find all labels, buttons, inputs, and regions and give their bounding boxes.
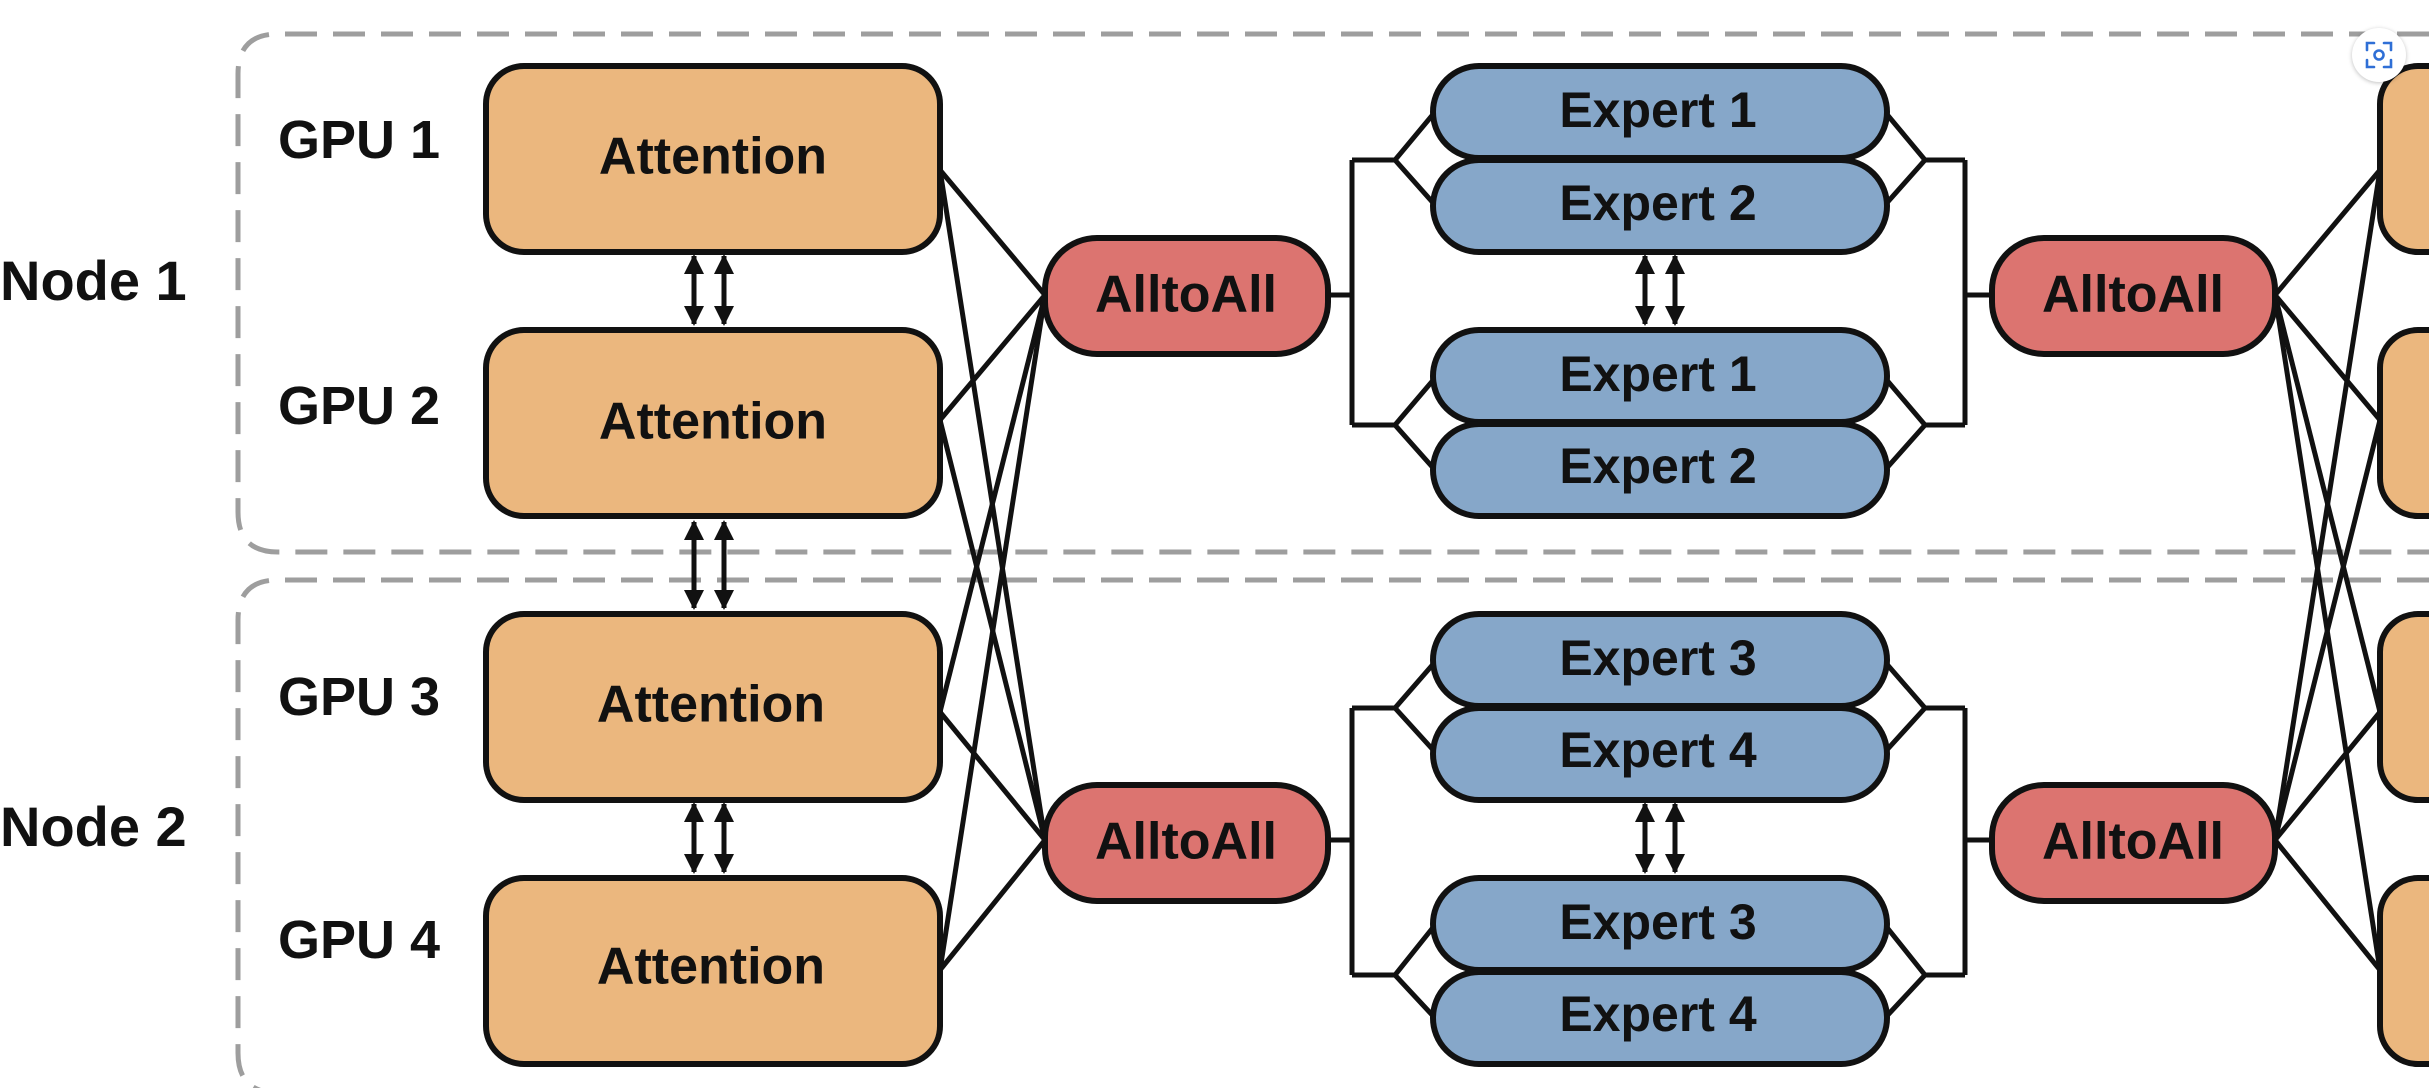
attention-block-gpu2: Attention xyxy=(483,327,943,519)
screenshot-scan-button[interactable] xyxy=(2352,28,2406,82)
svg-text:Expert 2: Expert 2 xyxy=(1559,438,1756,494)
node1-boundary xyxy=(235,31,2429,555)
svg-text:Attention: Attention xyxy=(599,393,827,451)
svg-text:Attention: Attention xyxy=(599,128,827,186)
svg-text:Attention: Attention xyxy=(597,676,825,734)
svg-text:AlltoAll: AlltoAll xyxy=(1095,266,1277,324)
gpu1-label: GPU 1 xyxy=(278,110,440,170)
expert-node1-gpu1-b: Expert 2 xyxy=(1430,157,1890,255)
svg-text:Expert 3: Expert 3 xyxy=(1559,894,1756,950)
expert-node2-gpu3-a: Expert 3 xyxy=(1430,611,1890,709)
expert-node1-gpu2-b: Expert 2 xyxy=(1430,421,1890,519)
expert-node1-gpu2-a: Expert 1 xyxy=(1430,327,1890,425)
svg-text:Expert 3: Expert 3 xyxy=(1559,630,1756,686)
gpu4-label: GPU 4 xyxy=(278,910,440,970)
svg-text:Expert 1: Expert 1 xyxy=(1559,82,1756,138)
svg-text:Expert 4: Expert 4 xyxy=(1559,986,1757,1042)
alltoall-combine-node2: AlltoAll xyxy=(1989,782,2278,904)
next-attention-blocks xyxy=(2377,63,2429,1067)
screenshot-scan-icon xyxy=(2365,41,2393,69)
svg-text:AlltoAll: AlltoAll xyxy=(2042,266,2224,324)
node2-label: Node 2 xyxy=(0,795,187,858)
attention-to-alltoall-links xyxy=(937,168,1048,972)
alltoall-to-next-attention-links xyxy=(2272,168,2383,972)
node1-label: Node 1 xyxy=(0,249,187,312)
gpu-link-arrows xyxy=(684,254,1685,874)
gpu2-label: GPU 2 xyxy=(278,376,440,436)
attention-block-gpu1: Attention xyxy=(483,63,943,255)
expert-node1-gpu1-a: Expert 1 xyxy=(1430,63,1890,161)
svg-text:Attention: Attention xyxy=(597,938,825,996)
alltoall-dispatch-node1: AlltoAll xyxy=(1042,235,1331,357)
node2-boundary xyxy=(235,577,2429,1088)
svg-text:AlltoAll: AlltoAll xyxy=(1095,813,1277,871)
attention-block-gpu3: Attention xyxy=(483,611,943,803)
alltoall-dispatch-node2: AlltoAll xyxy=(1042,782,1331,904)
svg-text:Expert 4: Expert 4 xyxy=(1559,722,1757,778)
svg-text:AlltoAll: AlltoAll xyxy=(2042,813,2224,871)
node2-expert-routing xyxy=(1328,660,1990,1020)
gpu3-label: GPU 3 xyxy=(278,667,440,727)
svg-text:Expert 2: Expert 2 xyxy=(1559,175,1756,231)
node1-expert-routing xyxy=(1328,110,1990,472)
expert-node2-gpu3-b: Expert 4 xyxy=(1430,705,1890,803)
alltoall-combine-node1: AlltoAll xyxy=(1989,235,2278,357)
expert-node2-gpu4-a: Expert 3 xyxy=(1430,875,1890,973)
attention-block-gpu4: Attention xyxy=(483,875,943,1067)
expert-node2-gpu4-b: Expert 4 xyxy=(1430,969,1890,1067)
svg-text:Expert 1: Expert 1 xyxy=(1559,346,1756,402)
